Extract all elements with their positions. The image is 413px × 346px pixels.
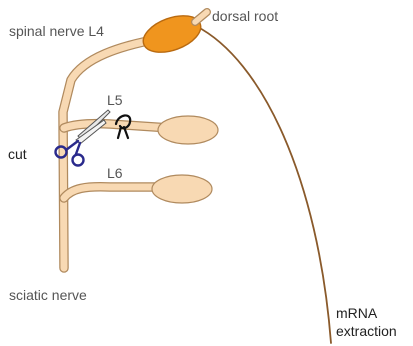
dorsal-root-line <box>196 26 331 343</box>
nerve-branch-l6-inner <box>64 187 165 198</box>
label-dorsal-root: dorsal root <box>212 8 278 24</box>
label-spinal-nerve-l4: spinal nerve L4 <box>9 23 104 39</box>
label-mrna: mRNA <box>336 305 378 321</box>
scissors-arm-right <box>76 143 80 154</box>
label-sciatic-nerve: sciatic nerve <box>9 287 87 303</box>
scissors-handle-right <box>73 155 84 166</box>
ganglion-l6 <box>152 175 212 203</box>
label-extraction: extraction <box>336 323 397 339</box>
label-l6: L6 <box>107 165 123 181</box>
nerve-trunk-inner <box>63 38 163 268</box>
ganglion-l4 <box>138 9 205 60</box>
label-cut: cut <box>8 146 27 162</box>
ganglion-l4-root-inner <box>195 12 207 22</box>
ganglion-l5 <box>158 116 218 144</box>
label-l5: L5 <box>107 92 123 108</box>
